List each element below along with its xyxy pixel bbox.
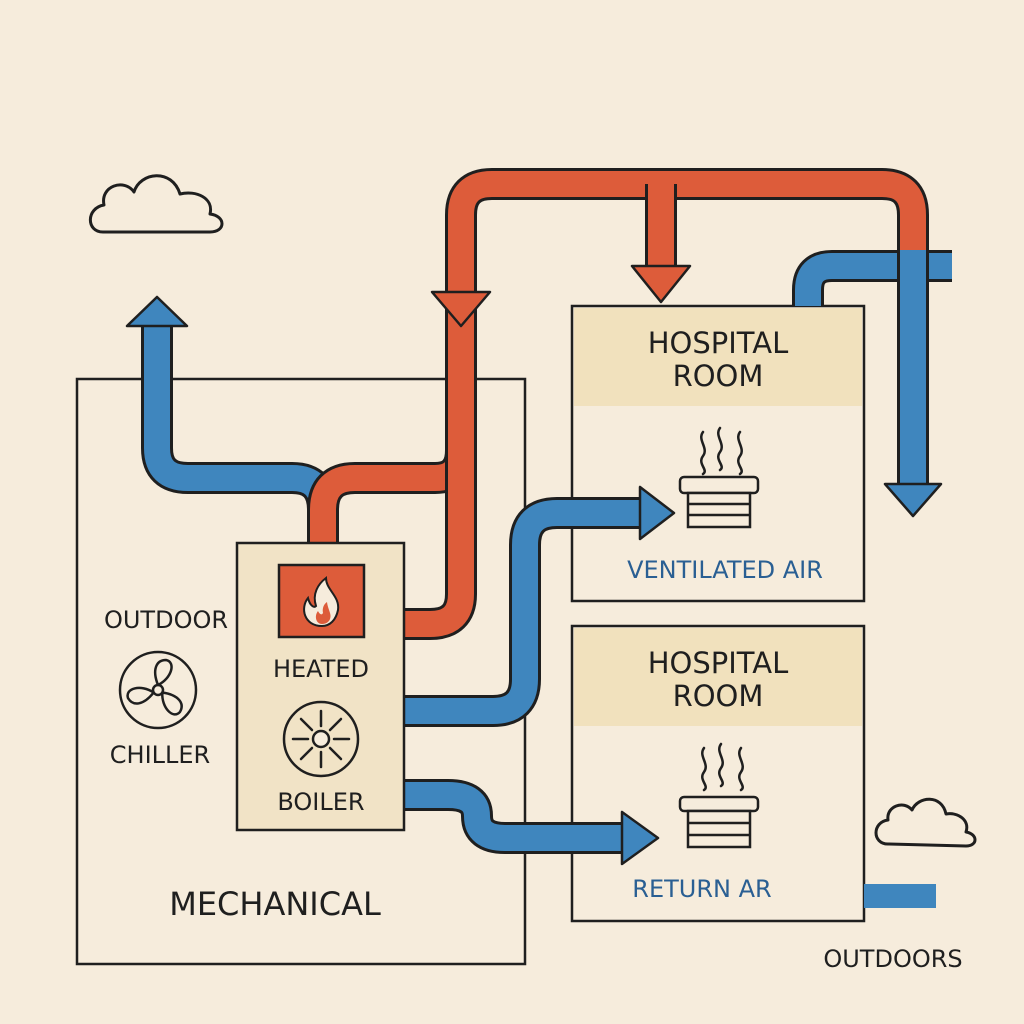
outdoor-down-arrow [883,482,943,518]
ventilated-air-arrow [638,485,676,541]
hospital-room-upper-title: HOSPITAL [648,326,789,360]
chiller-label: CHILLER [110,741,210,769]
hospital-room-upper-subtitle: ROOM [673,359,764,393]
boiler-label: BOILER [277,788,364,816]
heated-down-arrow-left [430,290,492,328]
hospital-room-lower-title: HOSPITAL [648,646,789,680]
flame-icon [277,563,366,639]
cloud-icon [874,797,977,848]
fan-icon [118,650,198,730]
cloud-icon [88,174,224,234]
heated-label: HEATED [273,655,369,683]
hospital-room-lower-subtitle: ROOM [673,679,764,713]
heated-down-arrow-room [630,264,692,304]
exhaust-arrow [125,295,189,328]
ventilated-air-label: VENTILATED AIR [627,556,823,584]
heated-riser-duct [307,296,477,546]
radiator-icon [678,795,760,849]
return-air-label: RETURN AR [632,875,771,903]
return-air-arrow [620,810,660,866]
exhaust-duct [141,325,339,546]
outdoors-duct-stub [864,884,936,908]
hospital-room-upper [570,304,866,603]
hospital-room-lower [570,624,866,923]
heat-waves-icon [701,742,744,792]
outdoor-label: OUTDOOR [104,606,228,634]
outdoors-label: OUTDOORS [823,945,962,973]
mechanical-label: MECHANICAL [169,885,381,923]
heat-waves-icon [700,426,743,476]
radiator-icon [678,475,760,529]
sun-icon [282,700,360,778]
